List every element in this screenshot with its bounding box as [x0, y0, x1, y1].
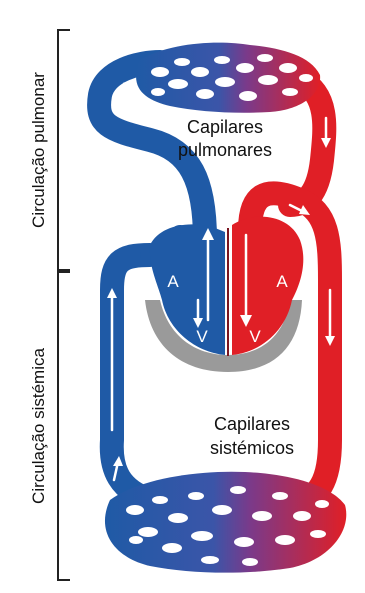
heart: A A V V — [145, 217, 303, 372]
systemic-capillaries-label-line1: Capilares — [214, 414, 290, 434]
pulmonary-bracket — [58, 30, 70, 270]
left-ventricle-letter: V — [249, 327, 261, 346]
right-atrium-letter: A — [167, 272, 179, 291]
systemic-capillary-bed — [105, 472, 346, 573]
pulmonary-circulation-label: Circulação pulmonar — [29, 72, 48, 228]
systemic-circulation-label: Circulação sistémica — [29, 348, 48, 504]
systemic-bracket — [58, 272, 70, 580]
right-ventricle-letter: V — [196, 327, 208, 346]
pulmonary-capillaries-label-line1: Capilares — [187, 117, 263, 137]
systemic-capillaries-label-line2: sistémicos — [210, 438, 294, 458]
pulmonary-capillary-bed — [136, 43, 320, 113]
left-atrium-letter: A — [276, 272, 288, 291]
pulmonary-capillaries-label-line2: pulmonares — [178, 140, 272, 160]
